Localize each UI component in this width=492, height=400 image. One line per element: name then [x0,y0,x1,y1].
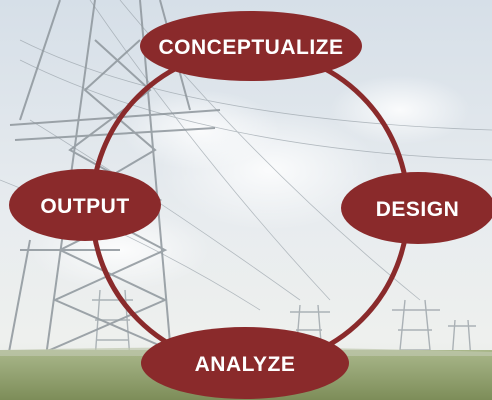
analyze-node [141,327,349,399]
analyze-label: ANALYZE [194,353,296,376]
conceptualize-node [140,11,362,81]
design-label: DESIGN [375,198,460,221]
output-label: OUTPUT [40,195,130,218]
design-node [341,172,492,244]
conceptualize-label: CONCEPTUALIZE [158,36,344,59]
output-node [9,169,161,241]
